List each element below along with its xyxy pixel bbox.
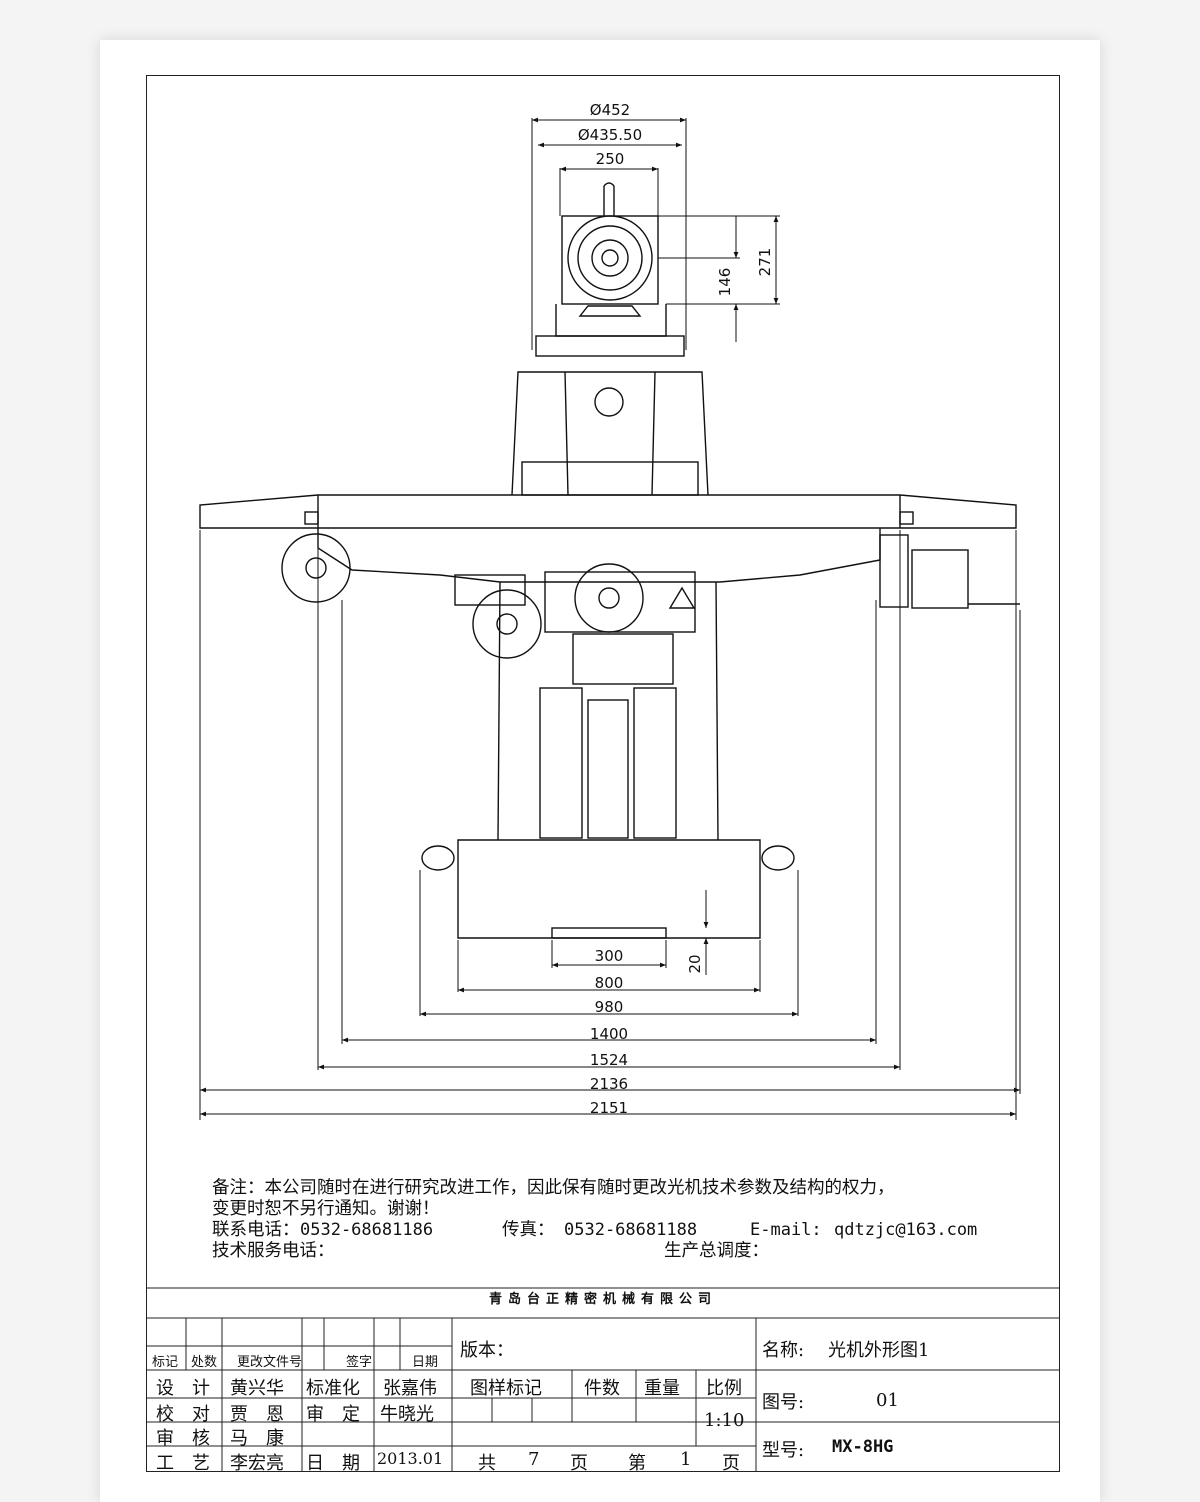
dim-146: 146: [716, 268, 734, 297]
qty-label: 件数: [584, 1378, 620, 1399]
dim-800: 800: [595, 974, 624, 992]
model-value: MX-8HG: [832, 1437, 894, 1457]
dispatch-label: 生产总调度：: [664, 1241, 769, 1261]
knee-block: [572, 633, 674, 685]
approve-label: 审 定: [306, 1404, 360, 1425]
drawing-no-label: 图号:: [762, 1392, 805, 1413]
drawing-no-value: 01: [876, 1390, 899, 1411]
approve-name: 牛晓光: [380, 1404, 434, 1425]
dim-271: 271: [756, 248, 774, 277]
dim-20: 20: [686, 954, 704, 973]
design-label: 设 计: [156, 1378, 210, 1399]
design-name: 黄兴华: [230, 1378, 284, 1399]
left-handwheel: [281, 533, 351, 603]
elevating-screw: [587, 699, 629, 839]
process-name: 李宏亮: [230, 1453, 284, 1474]
email-address: qdtzjc@163.com: [834, 1220, 978, 1240]
dim-1400: 1400: [590, 1025, 628, 1043]
dim-300: 300: [595, 947, 624, 965]
cross-handwheel: [472, 589, 542, 659]
rev-header-mark: 标记: [152, 1355, 179, 1370]
review-label: 审 核: [156, 1428, 210, 1449]
dim-1524: 1524: [590, 1051, 628, 1069]
lifting-eye-left: [421, 845, 455, 871]
rev-header-file: 更改文件号: [237, 1355, 303, 1370]
date-label: 日 期: [306, 1453, 360, 1474]
machine-base: [457, 839, 761, 939]
dim-980: 980: [595, 998, 624, 1016]
title-block-grid: [146, 1287, 1060, 1472]
page-unit-2: 页: [722, 1453, 740, 1474]
notes-section: 备注：本公司随时在进行研究改进工作，因此保有随时更改光机技术参数及结构的权力， …: [212, 1178, 1052, 1262]
rev-header-count: 处数: [191, 1355, 218, 1370]
power-feed-box: [911, 549, 969, 609]
scale-value: 1:10: [704, 1410, 745, 1431]
fax-number: 0532-68681188: [564, 1220, 698, 1240]
company-name: 青岛台正精密机械有限公司: [488, 1292, 717, 1307]
process-label: 工 艺: [156, 1453, 210, 1474]
phone-label: 联系电话：: [212, 1220, 300, 1240]
email-label: E-mail:: [750, 1220, 822, 1240]
date-value: 2013.01: [377, 1449, 444, 1468]
spindle-ring-outer: [567, 215, 653, 301]
total-pages: 7: [528, 1449, 540, 1470]
note-line-2: 变更时恕不另行通知。谢谢！: [212, 1199, 440, 1219]
standard-name: 张嘉伟: [383, 1378, 437, 1399]
check-label: 校 对: [156, 1404, 210, 1425]
rev-header-date: 日期: [412, 1355, 439, 1370]
note-line-1: 备注：本公司随时在进行研究改进工作，因此保有随时更改光机技术参数及结构的权力，: [212, 1178, 895, 1198]
dim-d452: Ø452: [590, 101, 630, 119]
drawing-sheet: [100, 40, 1100, 1502]
spindle-head: [561, 215, 659, 305]
check-name: 贾 恩: [230, 1404, 284, 1425]
rev-header-sign: 签字: [346, 1355, 373, 1370]
model-label: 型号:: [762, 1440, 805, 1461]
name-label: 名称:: [762, 1340, 805, 1361]
saddle: [317, 528, 881, 583]
page-unit: 页: [570, 1453, 588, 1474]
page-label: 第: [628, 1453, 646, 1474]
version-label: 版本：: [460, 1340, 514, 1361]
total-label: 共: [478, 1453, 496, 1474]
review-name: 马 康: [230, 1428, 284, 1449]
warning-icon: [668, 586, 696, 609]
name-value: 光机外形图1: [828, 1340, 930, 1361]
knee-handwheel: [574, 563, 644, 633]
sample-mark-label: 图样标记: [470, 1378, 542, 1399]
dim-2136: 2136: [590, 1075, 628, 1093]
dim-2151: 2151: [590, 1099, 628, 1117]
fax-label: 传真：: [502, 1220, 555, 1240]
lifting-eye-right: [761, 845, 795, 871]
weight-label: 重量: [644, 1378, 680, 1399]
column: [511, 371, 709, 496]
dim-250: 250: [596, 150, 625, 168]
drawing-frame: [146, 75, 1060, 1472]
brand-logo-icon: [594, 387, 624, 417]
phone-number: 0532-68681186: [300, 1220, 434, 1240]
scale-label: 比例: [706, 1378, 742, 1399]
page-number: 1: [680, 1449, 692, 1470]
service-label: 技术服务电话：: [212, 1241, 335, 1261]
standard-label: 标准化: [306, 1378, 360, 1399]
work-table: [199, 494, 1017, 529]
dim-d435: Ø435.50: [578, 126, 642, 144]
